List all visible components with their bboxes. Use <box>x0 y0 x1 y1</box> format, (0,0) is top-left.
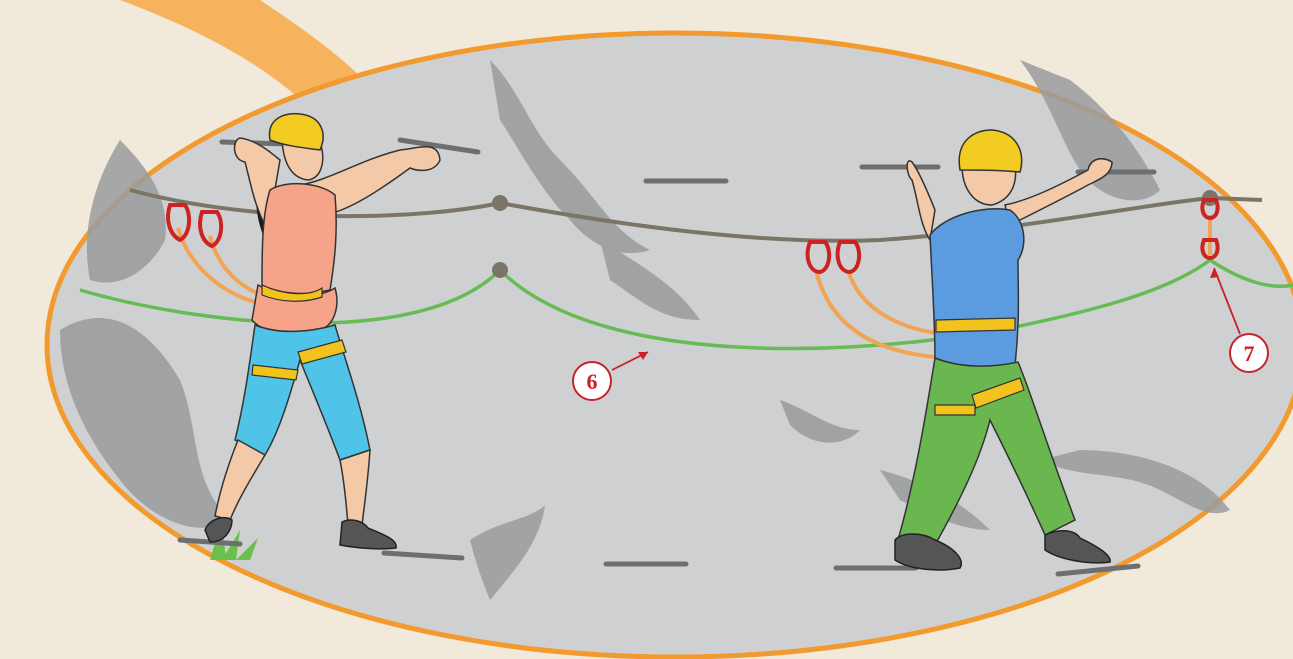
anchor-bolt <box>492 195 508 211</box>
callout-6-label: 6 <box>587 369 598 394</box>
callout-7-label: 7 <box>1244 341 1255 366</box>
anchor-bolt <box>492 262 508 278</box>
